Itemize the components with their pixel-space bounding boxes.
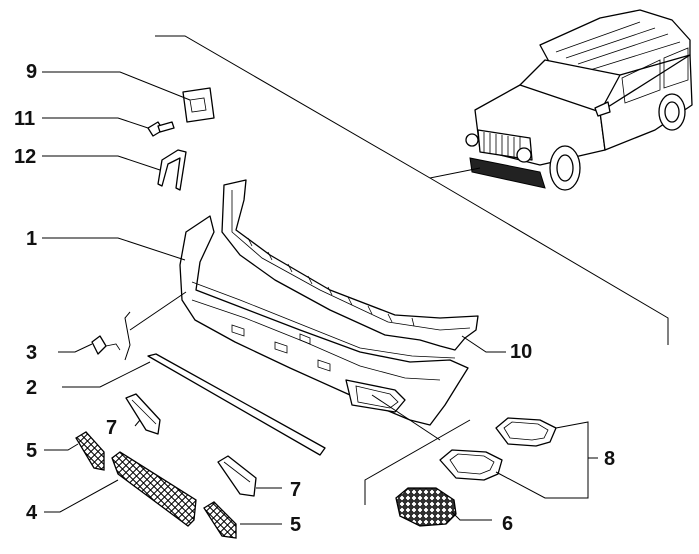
cap-part-3 <box>91 335 121 355</box>
strip-part-2 <box>147 353 326 456</box>
bracket-part-12 <box>157 149 187 191</box>
clip-part-9 <box>182 87 215 123</box>
grille-part-5-right <box>203 501 237 539</box>
callout-6: 6 <box>502 513 513 535</box>
callout-1: 1 <box>26 228 37 250</box>
fog-grille-part-6 <box>395 487 457 527</box>
upper-trim-part-10 <box>221 179 479 351</box>
callout-3: 3 <box>26 342 37 364</box>
callout-7-left: 7 <box>106 417 117 439</box>
callout-2: 2 <box>26 377 37 399</box>
leader-lines <box>42 71 598 525</box>
bezel-part-8 <box>439 417 557 481</box>
callout-7-right: 7 <box>290 479 301 501</box>
bracket-line <box>124 311 131 361</box>
grille-part-5-left <box>75 431 105 471</box>
callout-9: 9 <box>26 61 37 83</box>
bumper-cover-part-1 <box>179 215 469 426</box>
callout-4: 4 <box>26 502 38 524</box>
vehicle-illustration <box>465 9 693 191</box>
cover-part-7-right <box>217 455 257 497</box>
callout-5-left: 5 <box>26 440 37 462</box>
cover-part-7-left <box>125 393 161 435</box>
callout-8: 8 <box>604 448 615 470</box>
vehicle-pointer-line <box>429 177 669 345</box>
callout-5-right: 5 <box>290 514 301 536</box>
callout-12: 12 <box>14 146 36 168</box>
vehicle-pointer-line <box>155 35 481 179</box>
callout-10: 10 <box>510 341 532 363</box>
callout-11: 11 <box>14 108 35 130</box>
callout-labels: 9 11 12 1 3 2 7 5 4 7 5 6 8 10 <box>14 61 615 536</box>
grille-part-4 <box>111 451 197 527</box>
screw-part-11 <box>147 121 175 137</box>
